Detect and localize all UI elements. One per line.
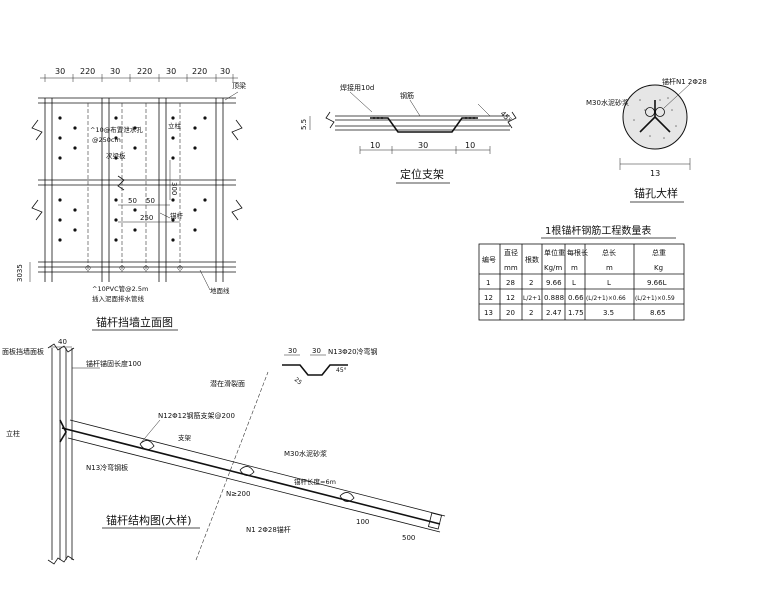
elev-label-anchor: 锚杆: [170, 211, 184, 220]
th-dia-unit: mm: [504, 264, 518, 272]
elev-dim-4: 220: [137, 67, 152, 76]
elev-label-top-beam: 顶梁: [232, 81, 246, 90]
table-cell: 9.66L: [647, 279, 667, 287]
th-total-wt-unit: Kg: [654, 264, 663, 272]
elev-label-pipe: ^10@布置泄水孔: [90, 125, 143, 134]
elev-label-pvc: ^10PVC管@2.5m: [92, 284, 148, 293]
elev-dim-3: 30: [110, 67, 120, 76]
th-total-len-unit: m: [606, 264, 613, 272]
th-each-len-unit: m: [571, 264, 578, 272]
th-count: 根数: [525, 255, 539, 264]
th-total-len: 总长: [602, 248, 616, 257]
structure-title: 锚杆结构图(大样): [106, 513, 192, 527]
bracket-title: 定位支架: [400, 167, 444, 181]
table-cell: (L/2+1)×0.66: [586, 296, 626, 302]
th-unit-wt: 单位重: [544, 248, 565, 257]
n13-dim-2: 30: [312, 347, 321, 355]
bracket-dim-2: 30: [418, 141, 428, 150]
table-cell: L/2+1: [523, 295, 541, 302]
elev-dim-6: 220: [192, 67, 207, 76]
elev-dim-50a: 50: [128, 197, 137, 205]
table-cell: 8.65: [650, 309, 666, 317]
quantity-table: 1根锚杆钢筋工程数量表 编号 直径 mm 根数 单位重 Kg/m 每根长 m 总…: [478, 224, 685, 321]
elev-label-ground: 地面线: [210, 286, 230, 295]
bracket-dim-3: 10: [465, 141, 475, 150]
th-dia: 直径: [504, 248, 518, 257]
hole-label-grout: M30水泥砂浆: [586, 98, 629, 107]
bracket-label-weld: 焊接用10d: [340, 83, 374, 92]
table-cell: 2: [529, 279, 533, 287]
table-cell: 13: [484, 309, 493, 317]
table-title: 1根锚杆钢筋工程数量表: [545, 224, 651, 237]
elevation-drawing: 30 220 30 220 30 220 30: [16, 67, 246, 331]
struct-label-column: 立柱: [6, 429, 20, 438]
table-cell: 2.47: [546, 309, 562, 317]
structure-drawing: 40 30 30 25 45° N13Φ20冷弯钢 面板挡墙面板 锚杆锚固长度1…: [2, 338, 446, 565]
table-cell: 12: [484, 294, 493, 302]
struct-label-support: 支架: [178, 433, 192, 442]
hole-title: 锚孔大样: [634, 186, 678, 200]
bracket-dim-1: 10: [370, 141, 380, 150]
elev-dim-250: 250: [140, 214, 153, 222]
table-cell: 3.5: [603, 309, 614, 317]
struct-dim-100: 100: [356, 518, 369, 526]
struct-label-slip: 潜在滑裂面: [210, 379, 245, 388]
elev-dim-7: 30: [220, 67, 230, 76]
elev-dim-1: 30: [55, 67, 65, 76]
table-cell: 20: [506, 309, 515, 317]
struct-label-n13: N13冷弯钢板: [86, 463, 128, 472]
elev-label-pvc2: 插入泥面排水管线: [92, 294, 145, 303]
table-cell: 2: [529, 309, 533, 317]
elev-dim-left: 3035: [16, 264, 24, 282]
bracket-drawing: 焊接用10d 钢筋 45° 5.5 10 30 10 定位支架: [300, 83, 517, 184]
table-cell: 9.66: [546, 279, 562, 287]
table-cell: 1: [486, 279, 490, 287]
table-cell: L: [572, 279, 576, 287]
th-total-wt: 总重: [652, 248, 666, 257]
struct-dim-40: 40: [58, 338, 67, 346]
struct-label-anchor-len: 锚杆锚固长度100: [86, 359, 141, 368]
hole-label-bar: 锚杆N1 2Φ28: [662, 77, 707, 86]
table-cell: (L/2+1)×0.59: [635, 296, 675, 302]
table-cell: 0.888: [544, 294, 564, 302]
struct-label-n13b: N13Φ20冷弯钢: [328, 347, 378, 356]
th-unit-wt-unit: Kg/m: [544, 264, 562, 272]
table-cell: 0.66: [568, 294, 584, 302]
table-cell: 28: [506, 279, 515, 287]
bracket-dim-left: 5.5: [300, 119, 308, 130]
elev-dim-5: 30: [166, 67, 176, 76]
bracket-label-steel: 钢筋: [400, 91, 414, 100]
table-cell: 1.75: [568, 309, 584, 317]
bracket-label-angle: 45°: [499, 110, 513, 124]
struct-label-n12: N12Φ12钢筋支架@200: [158, 411, 235, 420]
struct-label-n1: N1 2Φ28锚杆: [246, 525, 291, 534]
hole-dim: 13: [650, 169, 660, 178]
th-each-len: 每根长: [567, 248, 588, 257]
struct-label-grout: M30水泥砂浆: [284, 449, 327, 458]
elev-dim-50b: 50: [146, 197, 155, 205]
struct-dim-500: 500: [402, 534, 415, 542]
elevation-title: 锚杆挡墙立面图: [96, 315, 173, 329]
elev-label-secondary: 次梁板: [106, 151, 126, 160]
struct-label-len: 锚杆长度=6m: [294, 477, 336, 486]
th-no: 编号: [482, 255, 496, 264]
hole-detail-drawing: 锚杆N1 2Φ28 M30水泥砂浆 13 锚孔大样: [586, 77, 707, 203]
n13-dim-1: 30: [288, 347, 297, 355]
table-cell: L: [607, 279, 611, 287]
elev-label-pipe2: @250cm: [92, 136, 121, 144]
struct-label-n200: N≥200: [226, 490, 250, 498]
table-cell: 12: [506, 294, 515, 302]
n13-angle: 45°: [336, 367, 347, 374]
elev-dim-2: 220: [80, 67, 95, 76]
struct-label-wall: 面板挡墙面板: [2, 347, 44, 356]
anchor-dots: [58, 116, 207, 242]
elev-dim-300: 300: [170, 182, 178, 195]
n13-side: 25: [293, 376, 303, 386]
elev-label-column: 立柱: [168, 121, 182, 130]
